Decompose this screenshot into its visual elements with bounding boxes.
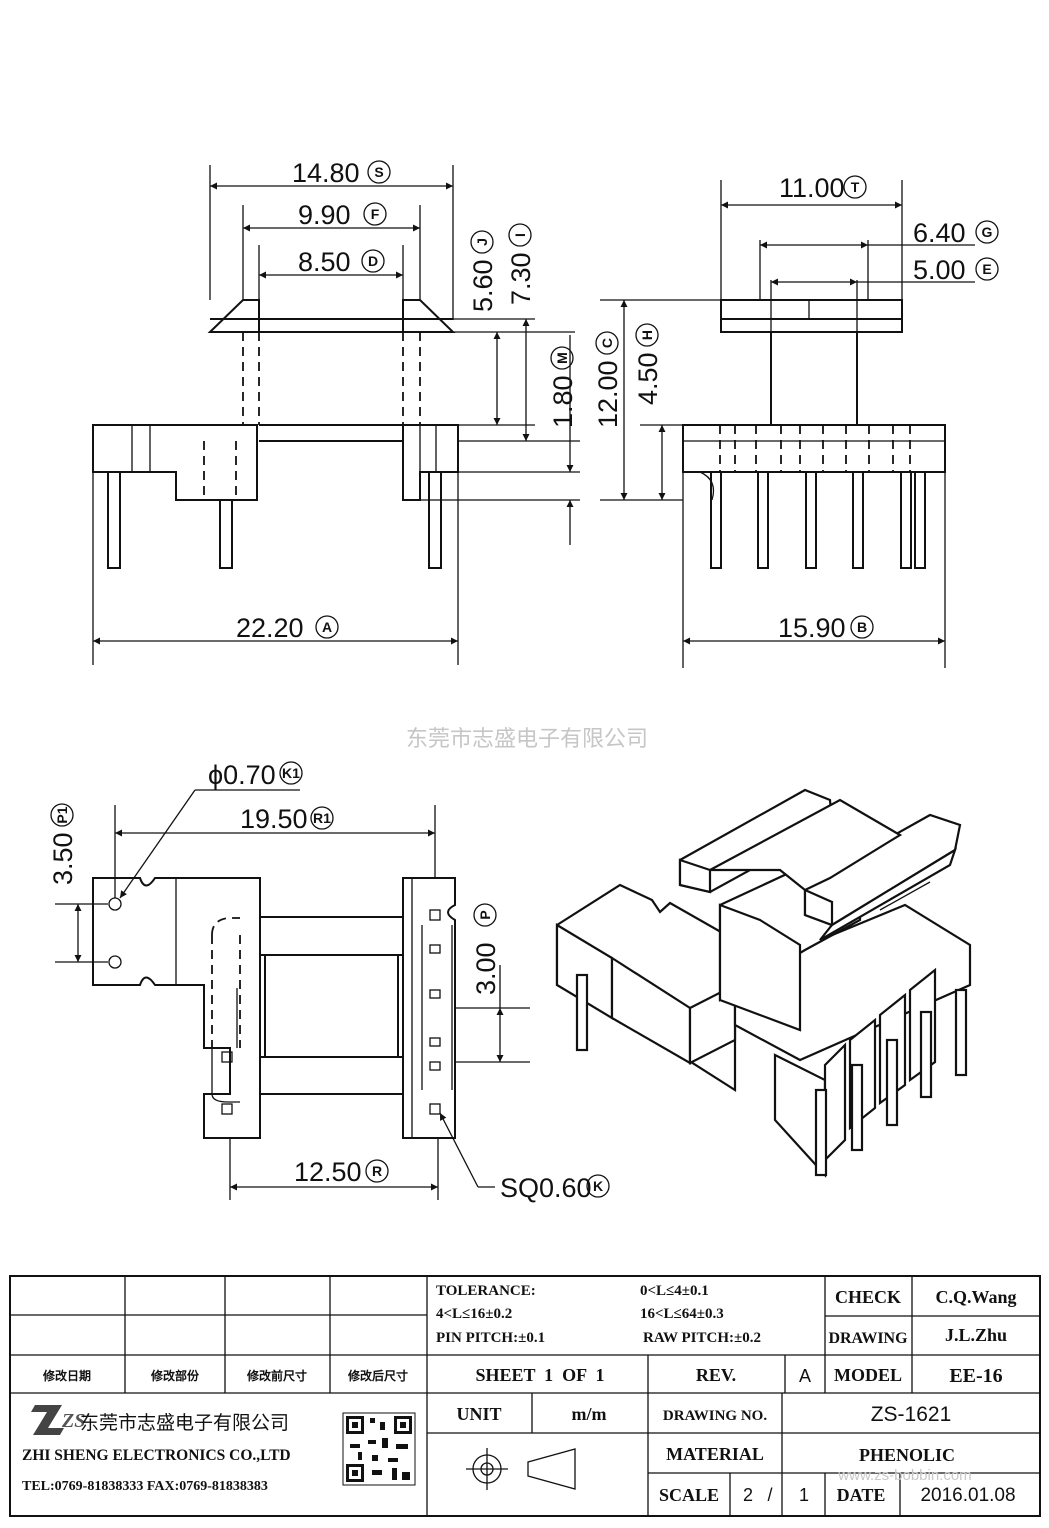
side-view: 11.00 T 6.40 G 5.00 E 12.00 C 4.50 H 15.… [593,173,999,668]
scale-num: 2 [743,1485,753,1505]
tel-fax: TEL:0769-81838333 FAX:0769-81838383 [22,1479,268,1494]
dim-side-total-height-tag: C [599,338,615,348]
tolerance-2: 4<L≤16±0.2 [436,1306,512,1322]
dim-front-base-width-tag: A [322,619,332,635]
dim-front-h2-tag: I [512,233,528,237]
dim-side-base-width-tag: B [857,619,867,635]
rev-header-after: 修改后尺寸 [347,1368,408,1383]
dim-side-inner-width: 5.00 [913,255,966,285]
dim-bottom-span-tag: R1 [313,810,331,826]
watermark-url: www.zs-bobbin.com [837,1467,971,1484]
dim-front-top-width-tag: S [374,164,383,180]
company-en: ZHI SHENG ELECTRONICS CO.,LTD [22,1447,291,1464]
dim-bottom-pitch-left: 3.50 [48,832,78,885]
rev-header-date: 修改日期 [42,1368,91,1383]
dim-side-top-width: 11.00 [779,173,845,203]
rev-header-before: 修改前尺寸 [246,1368,307,1383]
dim-bottom-width-tag: R [372,1163,382,1179]
dim-front-base-width: 22.20 [236,613,304,643]
pin-pitch: PIN PITCH:±0.1 [436,1330,545,1346]
dim-front-inner-width: 8.50 [298,247,351,277]
dim-front-mid-width-tag: F [371,206,380,222]
dim-front-h1: 5.60 [468,259,498,312]
unit-label: UNIT [456,1404,501,1424]
model-label: MODEL [834,1365,902,1385]
scale-den: 1 [799,1485,809,1505]
dim-front-h1-tag: J [474,238,490,246]
unit-value: m/m [572,1404,607,1424]
material-label: MATERIAL [666,1444,764,1464]
bottom-view: ϕ0.70 K1 19.50 R1 3.50 P1 3.00 P 12.50 R… [48,760,610,1203]
dim-bottom-pitch-right: 3.00 [471,942,501,995]
watermark-text: 东莞市志盛电子有限公司 [406,727,648,752]
drawing-no-label: DRAWING NO. [663,1408,767,1424]
date-value: 2016.01.08 [920,1485,1015,1506]
rev-value: A [799,1366,811,1386]
dim-side-total-height: 12.00 [593,360,623,428]
dim-side-base-width: 15.90 [778,613,846,643]
scale-sep: / [767,1485,772,1505]
drawing-no-value: ZS-1621 [871,1403,952,1426]
check-value: C.Q.Wang [935,1287,1016,1307]
dim-bottom-square-pin: SQ0.60 [500,1173,592,1203]
dim-front-inner-width-tag: D [368,253,378,269]
title-block: TOLERANCE: 0<L≤4±0.1 4<L≤16±0.2 16<L≤64±… [9,1275,1041,1517]
dim-front-mid-width: 9.90 [298,200,351,230]
dim-side-mid-width-tag: G [982,224,993,240]
tolerance-1: 0<L≤4±0.1 [640,1283,709,1299]
dim-front-h3: 1.80 [548,375,578,428]
rev-header-part: 修改部份 [150,1368,200,1383]
drawing-value: J.L.Zhu [945,1325,1007,1345]
dim-side-base-height: 4.50 [633,352,663,405]
material-value: PHENOLIC [859,1445,955,1465]
dim-bottom-pin-dia-tag: K1 [282,765,300,781]
dim-side-mid-width: 6.40 [913,218,966,248]
logo-text: ZS [61,1410,85,1432]
qr-code [342,1412,416,1486]
projection-symbol [466,1448,576,1490]
tolerance-3: 16<L≤64±0.3 [640,1306,724,1322]
dim-bottom-square-pin-tag: K [593,1178,603,1194]
sheet-count: SHEET 1 OF 1 [475,1365,604,1385]
dim-bottom-width: 12.50 [294,1157,362,1187]
tolerance-label: TOLERANCE: [436,1283,536,1299]
raw-pitch: RAW PITCH:±0.2 [643,1330,761,1346]
drawing-label: DRAWING [828,1330,908,1347]
dim-front-top-width: 14.80 [292,158,360,188]
dim-side-top-width-tag: T [851,179,860,195]
scale-label: SCALE [659,1485,719,1505]
isometric-view [555,788,972,1178]
date-label: DATE [837,1485,886,1505]
dim-bottom-pin-dia: ϕ0.70 [208,760,276,790]
dim-front-h3-tag: M [554,352,570,364]
rev-label: REV. [696,1365,736,1385]
company-cn: 东莞市志盛电子有限公司 [80,1412,289,1434]
dim-bottom-pitch-left-tag: P1 [54,806,70,823]
dim-bottom-span: 19.50 [240,804,308,834]
dim-side-base-height-tag: H [639,330,655,340]
dim-side-inner-width-tag: E [982,261,991,277]
dim-front-h2: 7.30 [506,252,536,305]
company-logo: ZS [31,1405,85,1435]
dim-bottom-pitch-right-tag: P [477,910,493,919]
check-label: CHECK [835,1287,901,1307]
front-view: 14.80 S 9.90 F 8.50 D 5.60 J 7.30 I 1.80… [92,158,580,665]
model-value: EE-16 [949,1365,1002,1387]
